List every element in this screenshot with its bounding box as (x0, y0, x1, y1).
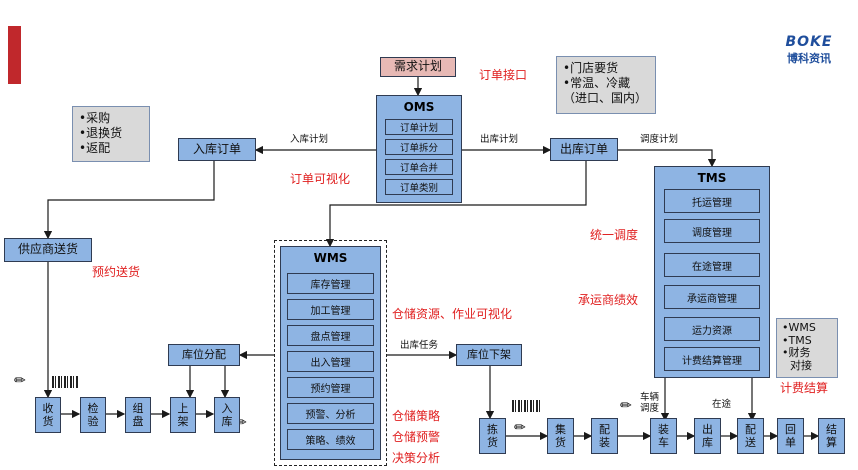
accent-bar (8, 26, 21, 84)
inbound-step: 收货 (35, 397, 61, 433)
callout-line: •退换货 (79, 126, 123, 140)
step-label: 组盘 (132, 401, 144, 428)
inbound-step: 入库 (214, 397, 240, 433)
callout-line: •返配 (79, 141, 111, 155)
oms-item: 订单类别 (385, 179, 453, 195)
callout-line: •WMS (782, 321, 816, 334)
label-wms-strategy: 仓储策略 (392, 409, 441, 423)
step-label: 装车 (658, 422, 669, 449)
tms-item: 承运商管理 (664, 285, 760, 309)
callout-line: 对接 (790, 358, 812, 372)
wms-item: 盘点管理 (287, 325, 374, 346)
step-label: 配装 (599, 422, 610, 449)
edge-label-dispatch-plan: 调度计划 (640, 134, 679, 145)
callout-line: •TMS (782, 333, 812, 347)
scanner-icon: ✏ (14, 373, 26, 389)
tms-callout: •WMS •TMS •财务 对接 (776, 318, 838, 378)
step-label: 上架 (177, 401, 189, 428)
tms-item: 托运管理 (664, 189, 760, 213)
label-unified-dispatch: 统一调度 (590, 228, 639, 242)
wms-block: WMS 库存管理 加工管理 盘点管理 出入管理 预约管理 预警、分析 策略、绩效 (280, 246, 381, 460)
edge-label-in-transit: 在途 (712, 399, 732, 410)
step-label: 收货 (42, 401, 54, 428)
inbound-step: 组盘 (125, 397, 151, 433)
outbound-order-box: 出库订单 (550, 138, 618, 161)
outbound-step: 集货 (547, 418, 574, 454)
label-decision: 决策分析 (392, 451, 441, 465)
oms-item: 订单合并 (385, 159, 453, 175)
location-assign-box: 库位分配 (168, 344, 240, 366)
callout-line: •门店要货 (563, 61, 619, 75)
barcode-icon (512, 400, 542, 412)
edge-label-outbound-plan: 出库计划 (480, 134, 519, 145)
callout-line: （进口、国内） (563, 91, 648, 105)
label-wms-warning: 仓储预警 (392, 430, 441, 444)
wms-item: 加工管理 (287, 299, 374, 320)
step-label: 集货 (555, 422, 566, 449)
scanner-icon: ✏ (514, 420, 526, 436)
callout-line: •财务 (782, 346, 811, 360)
outbound-step: 出库 (694, 418, 721, 454)
label-order-visual: 订单可视化 (290, 172, 351, 186)
logo-text: BOKE (785, 34, 833, 50)
outbound-step: 配装 (591, 418, 618, 454)
outbound-step: 回单 (777, 418, 804, 454)
wms-item: 预警、分析 (287, 403, 374, 424)
oms-item: 订单拆分 (385, 139, 453, 155)
scanner-icon: ✏ (620, 398, 632, 414)
outbound-step: 装车 (650, 418, 677, 454)
edge-label-vehicle-dispatch: 车辆调度 (640, 392, 660, 415)
tms-title: TMS (697, 171, 727, 185)
location-pick-box: 库位下架 (456, 344, 522, 366)
step-label: 出库 (702, 422, 713, 449)
demand-plan-box: 需求计划 (380, 57, 456, 77)
tms-item: 在途管理 (664, 253, 760, 277)
edge-label-inbound-plan: 入库计划 (290, 134, 329, 145)
wms-frame (274, 240, 387, 466)
label-order-interface: 订单接口 (479, 68, 528, 82)
outbound-step: 结算 (818, 418, 845, 454)
oms-title: OMS (403, 100, 435, 114)
wms-item: 出入管理 (287, 351, 374, 372)
wms-item: 预约管理 (287, 377, 374, 398)
company-name: 博科资讯 (787, 52, 831, 65)
step-label: 检验 (87, 401, 99, 428)
tms-item: 调度管理 (664, 219, 760, 243)
step-label: 回单 (785, 422, 796, 449)
wms-title: WMS (313, 251, 348, 265)
store-callout: •门店要货 •常温、冷藏 （进口、国内） (556, 56, 656, 114)
label-reserve-delivery: 预约送货 (92, 265, 141, 279)
scanner-icon: ✏ (235, 415, 247, 431)
tms-block: TMS 托运管理 调度管理 在途管理 承运商管理 运力资源 计费结算管理 (654, 166, 770, 378)
inbound-step: 检验 (80, 397, 106, 433)
inbound-order-box: 入库订单 (178, 138, 256, 161)
outbound-step: 拣货 (479, 418, 506, 454)
tms-item: 计费结算管理 (664, 347, 760, 371)
tms-item: 运力资源 (664, 317, 760, 341)
callout-line: •常温、冷藏 (563, 76, 631, 90)
edge-label-outbound-task: 出库任务 (400, 340, 439, 351)
barcode-icon (52, 376, 78, 388)
brand-logo: BOKE 博科资讯 (770, 34, 848, 66)
step-label: 入库 (221, 401, 233, 428)
oms-block: OMS 订单计划 订单拆分 订单合并 订单类别 (376, 95, 462, 203)
callout-line: •采购 (79, 111, 111, 125)
label-cost-settle: 计费结算 (780, 381, 829, 395)
outbound-step: 配送 (737, 418, 764, 454)
step-label: 拣货 (487, 422, 498, 449)
inbound-callout: •采购 •退换货 •返配 (72, 106, 150, 162)
label-wms-visual: 仓储资源、作业可视化 (392, 307, 513, 321)
step-label: 结算 (826, 422, 837, 449)
wms-item: 策略、绩效 (287, 429, 374, 450)
oms-item: 订单计划 (385, 119, 453, 135)
supplier-delivery-box: 供应商送货 (4, 238, 92, 262)
wms-item: 库存管理 (287, 273, 374, 294)
label-carrier-perf: 承运商绩效 (578, 293, 639, 307)
inbound-step: 上架 (170, 397, 196, 433)
step-label: 配送 (745, 422, 756, 449)
